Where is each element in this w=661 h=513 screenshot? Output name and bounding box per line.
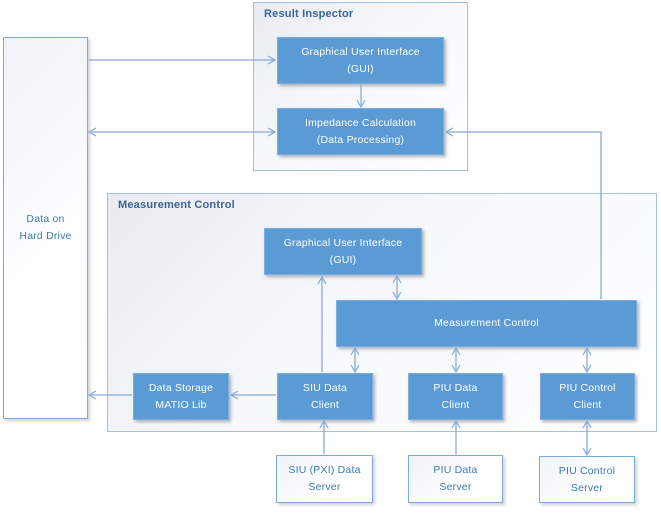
node-label: Hard Drive: [19, 230, 72, 242]
node-label: Graphical User Interface: [301, 45, 420, 58]
node-label: Measurement Control: [434, 317, 539, 329]
node-label: Graphical User Interface: [283, 236, 403, 249]
node-label: (GUI): [347, 62, 374, 75]
measurement-control-title: Measurement Control: [118, 199, 235, 211]
node-label: MATIO Lib: [155, 398, 207, 411]
connector-harddrive-to-result-gui: [89, 55, 277, 65]
node-label: PIU Data: [433, 381, 478, 394]
node-label: Impedance Calculation: [304, 116, 416, 129]
node-measurement-control: Measurement Control: [336, 300, 637, 347]
node-label: PIU Data: [433, 464, 478, 476]
node-piu-data-server: PIU Data Server: [408, 455, 503, 503]
node-piu-data-client: PIU Data Client: [408, 373, 503, 420]
node-label: PIU Control: [558, 464, 616, 477]
node-label: Server: [308, 481, 341, 493]
node-siu-pxi-data-server: SIU (PXI) Data Server: [276, 455, 373, 503]
node-label: Client: [441, 398, 470, 411]
node-label: PIU Control: [559, 381, 616, 394]
node-label: Data Storage: [148, 381, 214, 394]
node-label: (GUI): [329, 253, 357, 266]
connector-harddrive-impedance-bidirectional: [87, 127, 277, 137]
node-impedance-calculation: Impedance Calculation (Data Processing): [277, 108, 444, 155]
node-label: Client: [310, 398, 340, 411]
node-piu-control-server: PIU Control Server: [539, 456, 635, 503]
node-label: Server: [439, 481, 472, 493]
node-label: SIU Data: [302, 381, 348, 394]
node-label: SIU (PXI) Data: [288, 464, 361, 476]
node-siu-data-client: SIU Data Client: [277, 373, 373, 420]
node-measurement-gui: Graphical User Interface (GUI): [264, 228, 422, 275]
result-inspector-title: Result Inspector: [264, 8, 354, 20]
node-label: (Data Processing): [316, 133, 405, 146]
node-data-on-hard-drive: Data on Hard Drive: [3, 37, 88, 419]
node-piu-control-client: PIU Control Client: [540, 373, 635, 420]
node-label: Server: [570, 481, 604, 494]
node-label: Client: [573, 398, 602, 411]
node-data-storage-matio: Data Storage MATIO Lib: [133, 373, 229, 420]
node-label: Data on: [26, 213, 65, 225]
node-result-gui: Graphical User Interface (GUI): [277, 37, 444, 84]
